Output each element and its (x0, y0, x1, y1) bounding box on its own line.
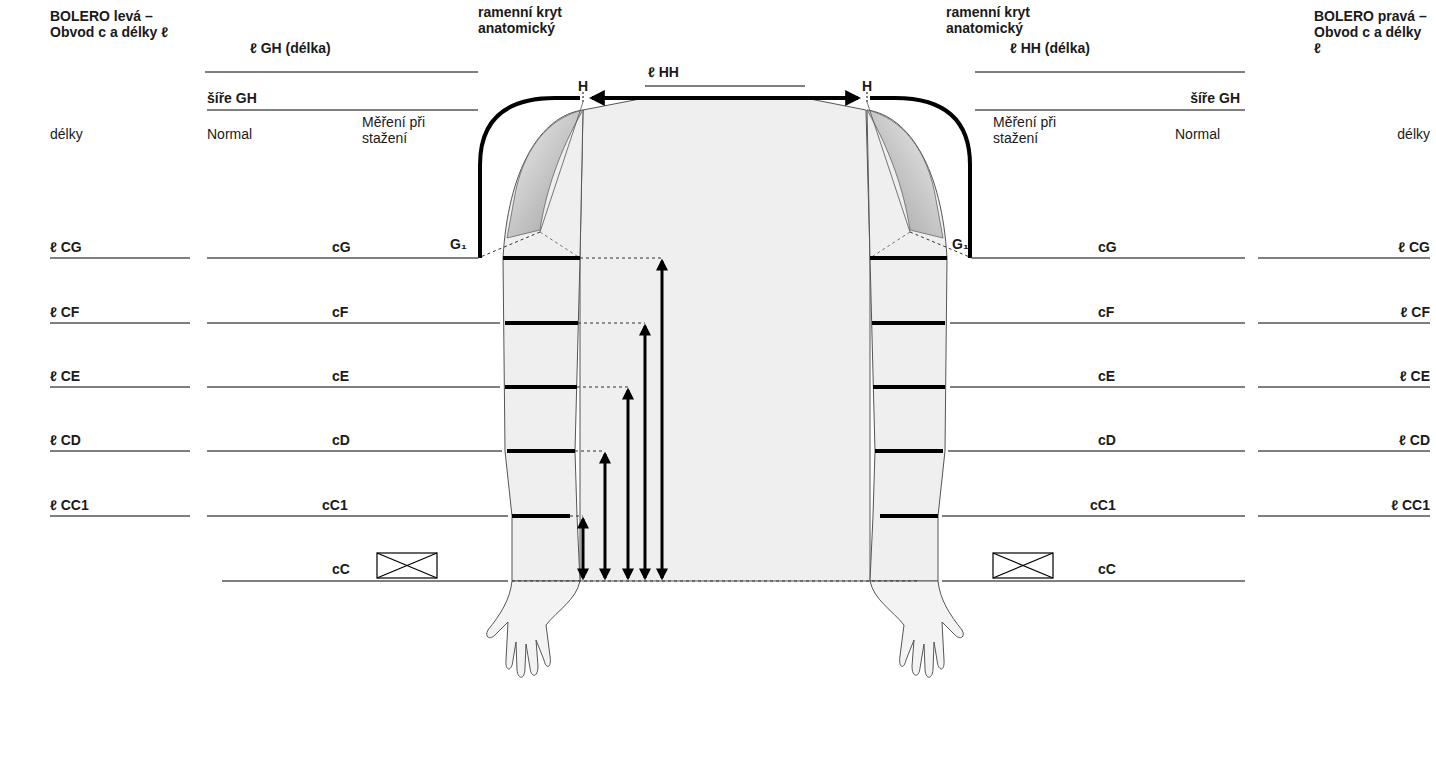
circumference-field: cF (1098, 304, 1114, 320)
point-label: G₁ (450, 236, 467, 252)
field-label: šíře GH (1190, 90, 1240, 106)
circumference-field: cE (1098, 368, 1115, 384)
circumference-field: cF (332, 304, 348, 320)
point-label: G₁ (952, 236, 969, 252)
point-label: H (862, 78, 872, 94)
circumference-field: cC1 (322, 497, 348, 513)
side-heading: BOLERO levá – Obvod c a délky ℓ (50, 8, 170, 40)
length-field: ℓ CG (50, 239, 82, 255)
field-label: ℓ HH (délka) (1010, 40, 1090, 56)
length-field: ℓ CC1 (1391, 497, 1430, 513)
circumference-field: cC (1098, 561, 1116, 577)
length-field: ℓ CF (1401, 304, 1430, 320)
circumference-field: cC1 (1090, 497, 1116, 513)
length-field: ℓ CE (1400, 368, 1430, 384)
length-field: ℓ CD (50, 432, 81, 448)
length-field: ℓ CD (1399, 432, 1430, 448)
part-name: ramenní kryt anatomický (946, 4, 1076, 36)
length-field: ℓ CE (50, 368, 80, 384)
length-field: ℓ CF (50, 304, 79, 320)
field-label: šíře GH (207, 90, 257, 106)
circumference-field: cG (332, 239, 351, 255)
circumference-field: cC (332, 561, 350, 577)
column-head: Měření při stažení (362, 114, 457, 146)
circumference-field: cG (1098, 239, 1117, 255)
field-label: ℓ HH (648, 64, 679, 80)
circumference-field: cE (332, 368, 349, 384)
column-head: délky (50, 126, 83, 142)
point-label: H (578, 78, 588, 94)
circumference-field: cD (332, 432, 350, 448)
field-label: ℓ GH (délka) (250, 40, 331, 56)
circumference-field: cD (1098, 432, 1116, 448)
part-name: ramenní kryt anatomický (478, 4, 608, 36)
column-head: délky (1397, 126, 1430, 142)
column-head: Normal (207, 126, 252, 142)
length-field: ℓ CC1 (50, 497, 89, 513)
column-head: Měření při stažení (993, 114, 1088, 146)
side-heading: BOLERO pravá – Obvod c a délky ℓ (1314, 8, 1432, 56)
length-field: ℓ CG (1398, 239, 1430, 255)
column-head: Normal (1175, 126, 1220, 142)
